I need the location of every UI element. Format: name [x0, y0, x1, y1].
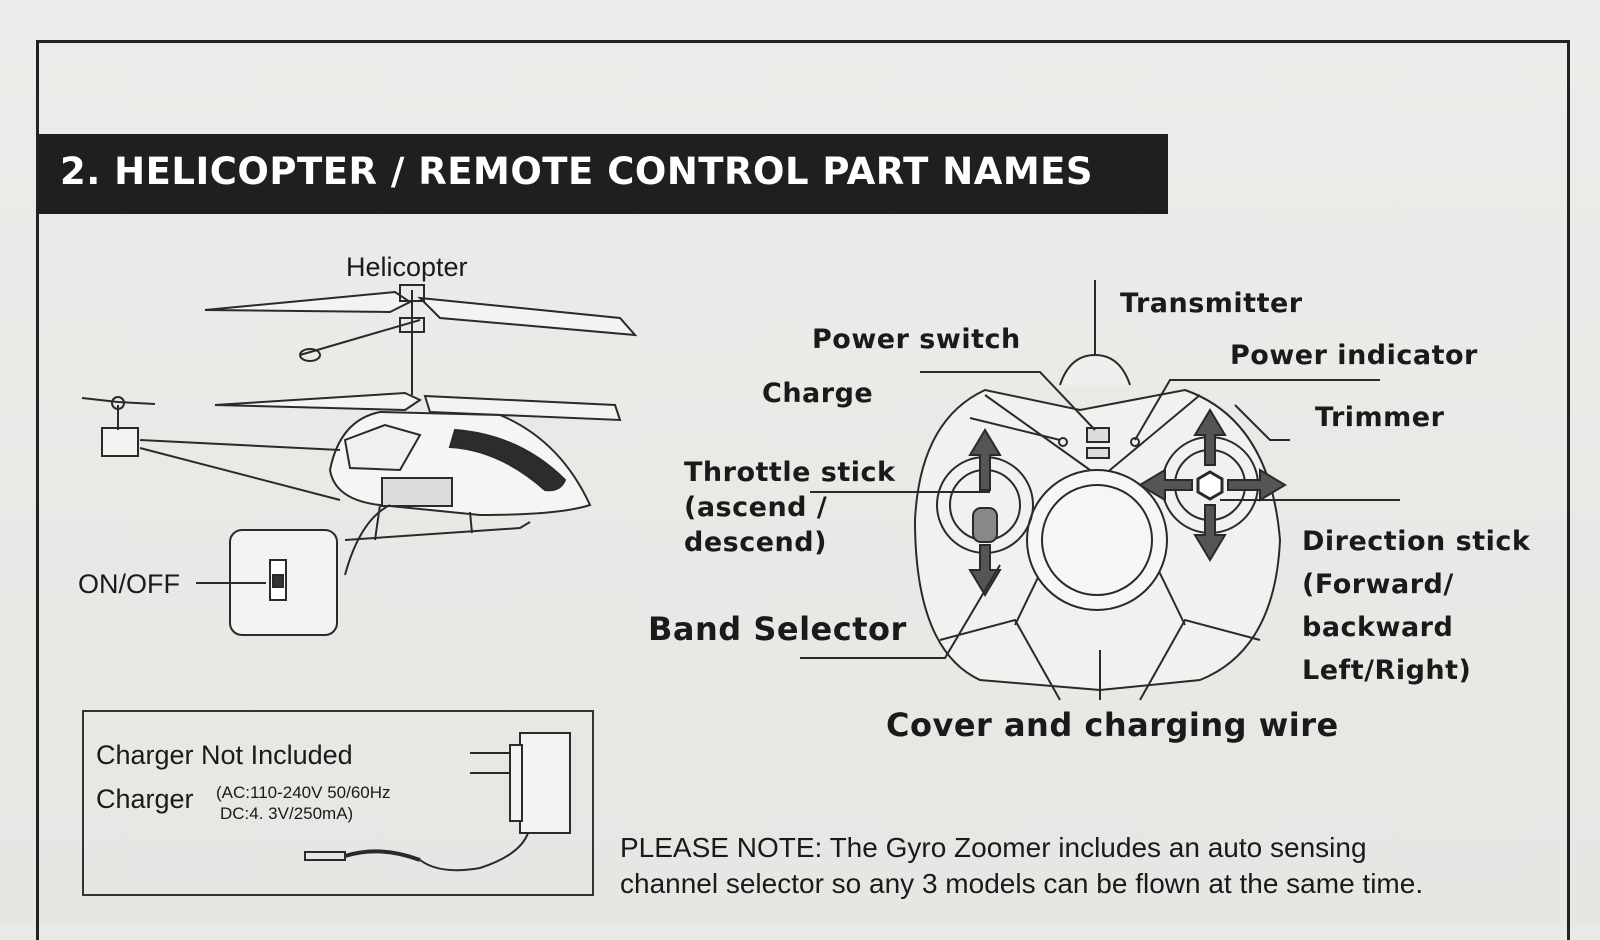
- power-indicator-label: Power indicator: [1230, 340, 1478, 371]
- charger-spec: (AC:110-240V 50/60Hz DC:4. 3V/250mA): [216, 782, 391, 824]
- transmitter-label: Transmitter: [1120, 288, 1303, 319]
- throttle-stick-line1: Throttle stick: [684, 457, 896, 488]
- charger-label: Charger: [96, 784, 194, 814]
- charger-spec-dc: DC:4. 3V/250mA): [220, 804, 354, 823]
- charge-label: Charge: [762, 378, 874, 409]
- note-line2: channel selector so any 3 models can be …: [620, 868, 1424, 899]
- helicopter-title: Helicopter: [346, 252, 468, 282]
- direction-stick-line3: backward: [1302, 612, 1454, 643]
- throttle-stick-label: Throttle stick (ascend / descend): [684, 455, 895, 560]
- direction-stick-line1: Direction stick: [1302, 526, 1531, 557]
- helicopter-drawing: [81, 284, 638, 636]
- throttle-stick-line3: descend): [684, 527, 827, 558]
- band-selector-label: Band Selector: [648, 610, 907, 648]
- section-title: 2. HELICOPTER / REMOTE CONTROL PART NAME…: [60, 150, 1094, 193]
- charger-drawing: [304, 732, 571, 872]
- section-header-bar: [38, 134, 1168, 214]
- charger-spec-ac: (AC:110-240V 50/60Hz: [216, 783, 391, 802]
- charger-not-included: Charger Not Included: [96, 740, 353, 770]
- direction-stick-label: Direction stick (Forward/ backward Left/…: [1302, 520, 1530, 692]
- throttle-stick-line2: (ascend /: [684, 492, 828, 523]
- note-line1: PLEASE NOTE: The Gyro Zoomer includes an…: [620, 832, 1367, 863]
- please-note: PLEASE NOTE: The Gyro Zoomer includes an…: [620, 830, 1423, 902]
- charger-info-box: [82, 710, 594, 896]
- power-switch-label: Power switch: [812, 324, 1021, 355]
- remote-drawing: [800, 280, 1400, 701]
- direction-stick-line2: (Forward/: [1302, 569, 1454, 600]
- on-off-label: ON/OFF: [78, 569, 180, 599]
- trimmer-label: Trimmer: [1315, 402, 1445, 433]
- cover-charging-wire-label: Cover and charging wire: [886, 706, 1339, 744]
- page-frame: [36, 40, 1570, 940]
- direction-stick-line4: Left/Right): [1302, 655, 1472, 686]
